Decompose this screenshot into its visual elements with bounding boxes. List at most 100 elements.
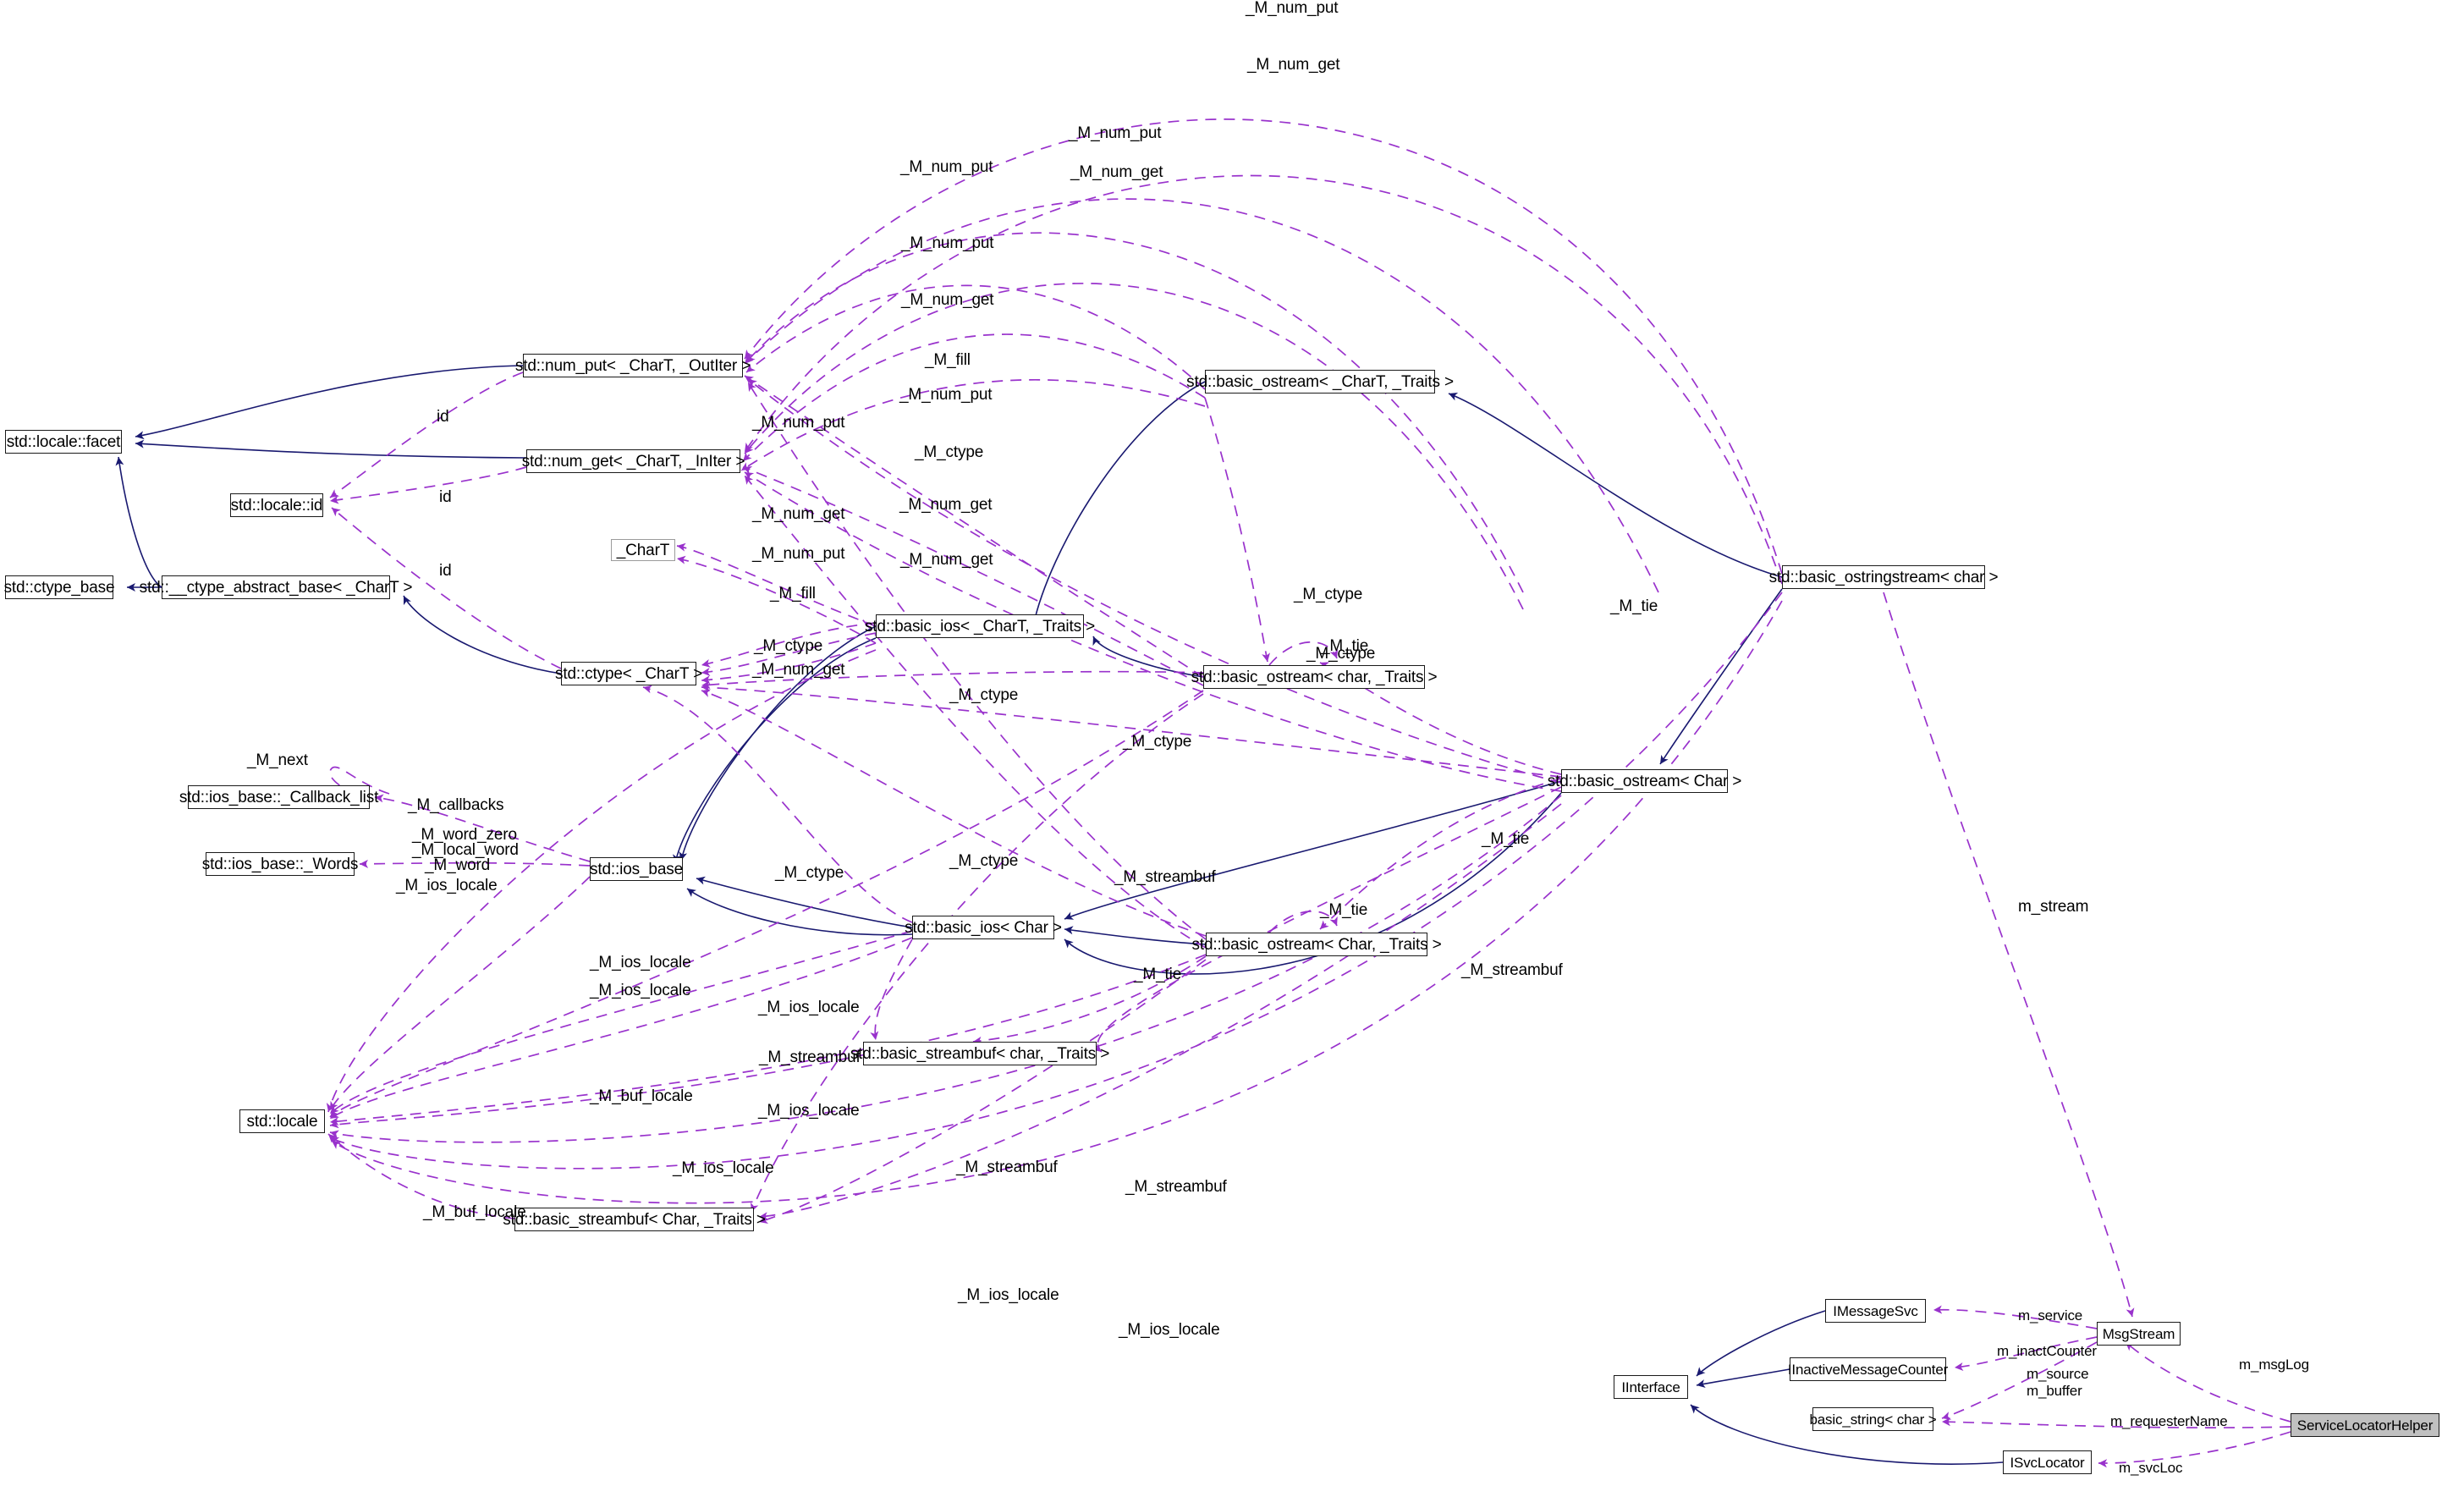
edge-label-m-ctype: _M_ctype: [949, 687, 1018, 704]
node-std-ios-base-callback-list[interactable]: std::ios_base::_Callback_list: [179, 785, 378, 809]
node-std-ctype-abstract-base[interactable]: std::__ctype_abstract_base< _CharT >: [140, 575, 413, 599]
node-std-basic-streambuf-char-traits[interactable]: std::basic_streambuf< char, _Traits >: [850, 1042, 1109, 1065]
node-iinactivemessagecounter[interactable]: IInactiveMessageCounter: [1787, 1357, 1949, 1381]
node-msgstream[interactable]: MsgStream: [2097, 1322, 2181, 1346]
edge-label-text: _M_ctype: [949, 686, 1019, 704]
node-std-ctype-chart[interactable]: std::ctype< _CharT >: [555, 662, 702, 685]
node-chart-template-param[interactable]: _CharT: [611, 539, 675, 561]
node-std-ios-base-words[interactable]: std::ios_base::_Words: [202, 852, 358, 876]
node-servicelocatorhelper[interactable]: ServiceLocatorHelper: [2291, 1413, 2439, 1437]
edge-label-id: id: [439, 563, 452, 580]
node-label: ServiceLocatorHelper: [2296, 1417, 2434, 1434]
node-label: IInactiveMessageCounter: [1787, 1361, 1949, 1378]
edge-label-m-ctype: _M_ctype: [775, 865, 844, 882]
edge-label-text: _M_word: [425, 856, 491, 874]
node-std-locale-id[interactable]: std::locale::id: [230, 493, 323, 517]
node-std-locale-facet[interactable]: std::locale::facet: [5, 430, 122, 454]
edge-label-text: m_buffer: [2027, 1383, 2082, 1399]
node-label: std::locale: [246, 1112, 318, 1131]
edge-label-m-num-get: _M_num_get: [899, 497, 993, 514]
edge-label-id: id: [437, 409, 449, 426]
edge-label-m-tie: _M_tie: [1134, 966, 1181, 983]
edge-label-m-num-get: _M_num_get: [900, 552, 993, 569]
edge-label-text: _M_next: [247, 751, 308, 769]
node-std-basic-ostream-Char-traits[interactable]: std::basic_ostream< Char, _Traits >: [1192, 933, 1442, 956]
node-label: std::num_get< _CharT, _InIter >: [521, 452, 745, 471]
node-label: MsgStream: [2102, 1325, 2175, 1342]
node-label: std::basic_streambuf< Char, _Traits >: [503, 1210, 766, 1229]
edge-label-text: _M_fill: [925, 351, 971, 369]
edge-label-text: _M_ctype: [775, 864, 844, 882]
node-imessagesvc[interactable]: IMessageSvc: [1825, 1299, 1926, 1323]
node-label: std::ctype_base: [3, 578, 115, 597]
edge-label-m-num-put: _M_num_put: [901, 235, 994, 252]
node-std-num-get[interactable]: std::num_get< _CharT, _InIter >: [522, 449, 745, 473]
node-std-num-put[interactable]: std::num_put< _CharT, _OutIter >: [515, 354, 751, 377]
node-std-basic-ostream-chart-traits[interactable]: std::basic_ostream< _CharT, _Traits >: [1186, 370, 1454, 394]
edge-label-m-fill: _M_fill: [770, 586, 816, 603]
edge-label-m-streambuf: _M_streambuf: [1461, 962, 1563, 979]
edge-label-m-streambuf: _M_streambuf: [1125, 1179, 1227, 1196]
edge-label-text: _M_callbacks: [408, 796, 504, 814]
edge-label-text: _M_num_get: [900, 551, 993, 569]
node-std-ctype-base[interactable]: std::ctype_base: [3, 575, 115, 599]
edge-label-m-ctype: _M_ctype: [1294, 586, 1362, 603]
edge-label-m-svcloc: m_svcLoc: [2119, 1461, 2182, 1476]
edge-label-text: m_svcLoc: [2119, 1460, 2183, 1476]
edge-label-text: _M_num_put: [752, 545, 845, 563]
edge-label-m-num-put: _M_num_put: [900, 159, 993, 176]
edge-label-text: _M_num_put: [899, 386, 993, 404]
node-label: IMessageSvc: [1833, 1302, 1918, 1319]
node-std-basic-ostringstream-char[interactable]: std::basic_ostringstream< char >: [1769, 565, 1999, 589]
edge-label-m-num-get: _M_num_get: [1247, 56, 1340, 74]
edge-label-m-buffer: m_buffer: [2027, 1384, 2082, 1399]
edge-label-text: _M_num_get: [1247, 56, 1340, 74]
node-isvclocator[interactable]: ISvcLocator: [2003, 1450, 2092, 1474]
node-label: std::basic_ostream< Char >: [1547, 772, 1742, 790]
edge-label-m-ios-locale: _M_ios_locale: [958, 1287, 1059, 1304]
node-label: std::ctype< _CharT >: [554, 664, 703, 683]
edge-label-text: m_inactCounter: [1997, 1343, 2097, 1359]
node-label: std::ios_base::_Words: [201, 855, 359, 873]
node-label: std::__ctype_abstract_base< _CharT >: [139, 578, 413, 597]
edge-label-text: _M_ctype: [1123, 733, 1192, 751]
node-std-ios-base[interactable]: std::ios_base: [590, 857, 683, 881]
edge-label-m-ios-locale: _M_ios_locale: [758, 1103, 860, 1120]
edge-label-text: _M_ctype: [949, 852, 1019, 870]
node-std-basic-ostream-Char[interactable]: std::basic_ostream< Char >: [1548, 769, 1741, 793]
node-iinterface[interactable]: IInterface: [1614, 1375, 1688, 1399]
node-label: IInterface: [1621, 1379, 1680, 1395]
node-std-basic-ios-char[interactable]: std::basic_ios< Char >: [905, 916, 1062, 939]
edge-label-m-ctype: _M_ctype: [949, 853, 1018, 870]
edge-label-m-num-get: _M_num_get: [752, 661, 845, 679]
edge-label-m-ios-locale: _M_ios_locale: [590, 955, 691, 971]
edge-label-m-num-put: _M_num_put: [752, 415, 845, 432]
node-label: std::basic_ostringstream< char >: [1768, 568, 1999, 586]
node-std-locale[interactable]: std::locale: [239, 1109, 325, 1133]
node-label: std::basic_streambuf< char, _Traits >: [850, 1044, 1110, 1063]
node-std-basic-ostream-char-traits[interactable]: std::basic_ostream< char, _Traits >: [1191, 665, 1438, 689]
edge-label-text: _M_ctype: [1294, 586, 1363, 603]
edge-label-text: _M_ios_locale: [958, 1286, 1059, 1304]
edge-label-m-streambuf: _M_streambuf: [759, 1049, 861, 1066]
edge-label-text: m_stream: [2018, 898, 2089, 916]
edge-label-text: _M_num_get: [752, 661, 845, 679]
edge-label-text: _M_tie: [1134, 966, 1182, 983]
edge-label-m-msglog: m_msgLog: [2239, 1357, 2309, 1373]
edge-label-text: m_service: [2018, 1307, 2083, 1324]
edge-label-m-num-put: _M_num_put: [1246, 0, 1339, 17]
edge-label-m-streambuf: _M_streambuf: [956, 1159, 1058, 1176]
node-std-basic-ios-chart[interactable]: std::basic_ios< _CharT, _Traits >: [865, 614, 1095, 638]
edge-label-m-buf-locale: _M_buf_locale: [590, 1088, 693, 1105]
edge-label-text: m_requesterName: [2110, 1413, 2228, 1429]
edge-label-text: _M_tie: [1482, 830, 1530, 848]
edge-label-text: _M_ctype: [915, 443, 984, 461]
node-label: std::ios_base: [590, 860, 684, 878]
node-std-basic-streambuf-Char-traits[interactable]: std::basic_streambuf< Char, _Traits >: [503, 1208, 766, 1231]
edge-label-text: _M_num_get: [752, 505, 845, 523]
edge-label-m-ctype: _M_ctype: [754, 638, 822, 655]
edge-label-m-num-put: _M_num_put: [752, 545, 845, 563]
node-basic-string-char[interactable]: basic_string< char >: [1809, 1407, 1937, 1431]
edge-label-text: _M_ios_locale: [1119, 1321, 1220, 1339]
